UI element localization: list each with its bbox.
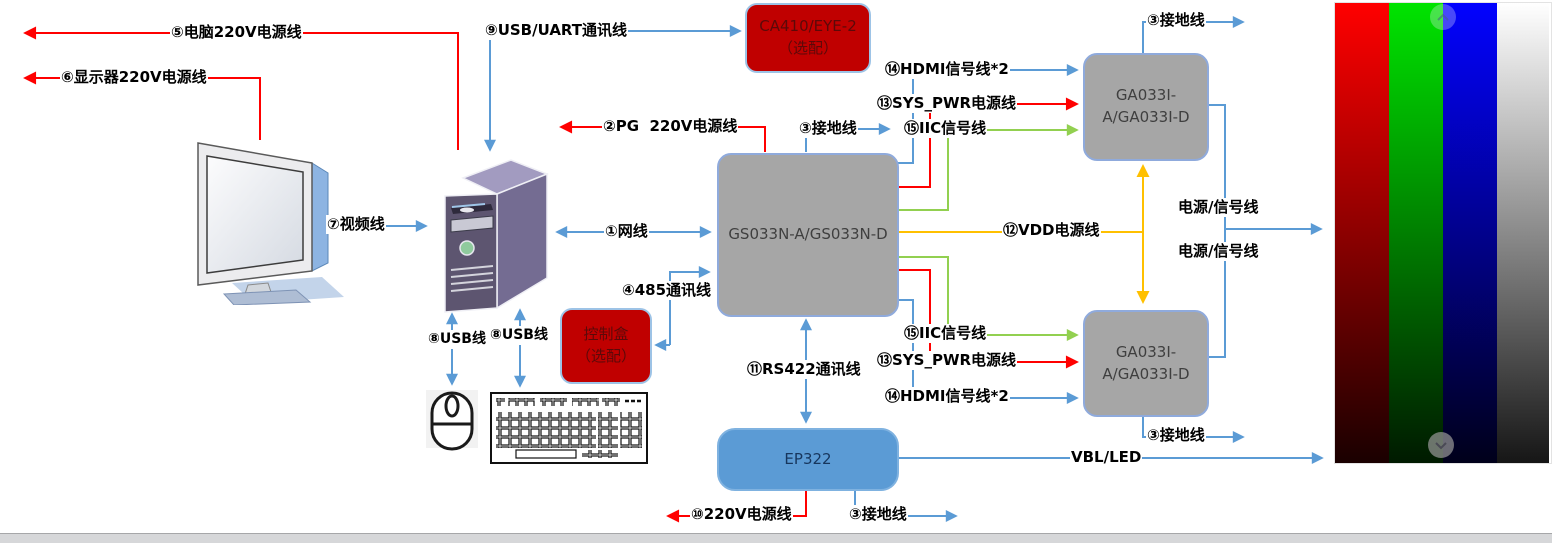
label-power-ep322-cable: ⑩220V电源线 [690,505,793,524]
cable-sys-pwr-bottom [895,269,1079,369]
node-label: 控制盒 [583,325,629,344]
cable-iic-bottom [895,256,1079,341]
chevron-down-icon [1435,441,1447,449]
test-pattern-blue-bar [1443,3,1497,463]
keyboard-icon [490,392,648,464]
label-power-pc-cable: ⑤电脑220V电源线 [170,23,303,42]
cable-sys-pwr-top [895,97,1079,188]
test-pattern-red-bar [1335,3,1389,463]
cable-hdmi-top [895,64,1079,164]
node-label: GA033I- [1115,86,1177,105]
label-485-cable: ④485通讯线 [621,281,713,300]
label-usb-cable-keyboard: ⑧USB线 [489,326,549,345]
label-power-signal-cable-2: 电源/信号线 [1177,242,1260,261]
node-label: CA410/EYE-2 [759,17,857,36]
cable-power-pc [23,26,459,150]
label-net-cable: ①网线 [604,222,649,241]
cable-485-up [669,266,711,345]
pc-tower-icon [444,159,550,313]
node-label: （选配） [575,347,636,365]
node-gs033n: GS033N-A/GS033N-D [717,153,899,317]
label-video-cable: ⑦视频线 [326,215,386,234]
label-usb-uart-cable: ⑨USB/UART通讯线 [484,21,629,40]
label-iic-cable-top: ⑮IIC信号线 [903,119,988,138]
label-ground-cable-ga-top: ③接地线 [1146,11,1206,30]
node-ga033i-top: GA033I- A/GA033I-D [1083,53,1209,161]
chevron-up-icon [1437,13,1449,21]
label-vdd-cable: ⑫VDD电源线 [1002,221,1101,240]
label-iic-cable-bottom: ⑮IIC信号线 [903,324,988,343]
scroll-up-button[interactable] [1430,4,1456,30]
node-control-box: 控制盒 （选配） [560,308,652,384]
label-ground-cable-ga-bottom: ③接地线 [1146,426,1206,445]
label-power-signal-cable-1: 电源/信号线 [1177,198,1260,217]
label-power-monitor-cable: ⑥显示器220V电源线 [60,68,208,87]
node-label: EP322 [784,449,832,468]
label-hdmi-cable-top: ⑭HDMI信号线*2 [884,60,1010,79]
node-ca410: CA410/EYE-2 （选配） [745,3,871,73]
cable-power-signal-bus [1205,104,1226,358]
node-label: A/GA033I-D [1102,364,1190,383]
label-ground-cable-ep322: ③接地线 [848,505,908,524]
label-sys-pwr-cable-top: ⑬SYS_PWR电源线 [876,94,1018,113]
cable-ground-ga-bottom [1142,413,1245,443]
node-label: GS033N-A/GS033N-D [728,225,888,244]
node-label: （选配） [777,39,838,57]
label-pg-power-cable: ②PG 220V电源线 [602,117,739,136]
test-pattern-green-bar [1389,3,1443,463]
node-ga033i-bottom: GA033I- A/GA033I-D [1083,310,1209,417]
node-label: GA033I- [1115,342,1177,361]
label-usb-cable-mouse: ⑧USB线 [427,330,487,349]
scroll-down-button[interactable] [1428,432,1454,458]
taskbar-strip[interactable] [0,533,1552,543]
cable-iic-top [895,124,1079,211]
test-pattern-white-bar [1497,3,1549,463]
label-hdmi-cable-bottom: ⑭HDMI信号线*2 [884,387,1010,406]
cable-hdmi-bottom [895,299,1079,404]
label-ground-cable-mid: ③接地线 [798,119,858,138]
label-vbl-led-cable: VBL/LED [1070,448,1143,467]
cable-ground-ga-top [1142,16,1245,53]
rgb-test-pattern [1334,2,1552,464]
node-ep322: EP322 [717,428,899,491]
mouse-icon [426,390,478,451]
monitor-icon [197,142,344,305]
node-label: A/GA033I-D [1102,108,1190,126]
label-rs422-cable: ⑪RS422通讯线 [746,360,862,379]
cable-power-monitor [23,71,261,140]
label-sys-pwr-cable-bottom: ⑬SYS_PWR电源线 [876,351,1018,370]
